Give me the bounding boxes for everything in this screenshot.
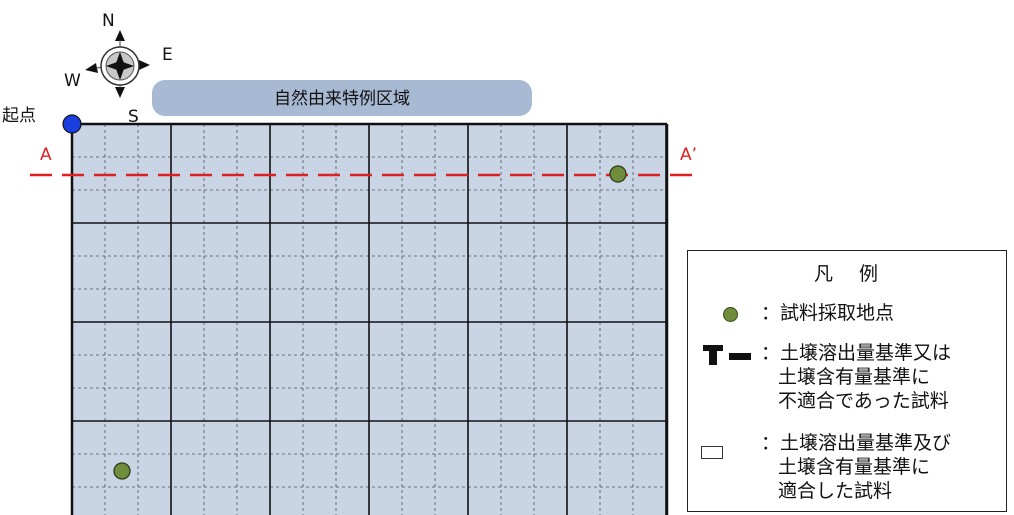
- legend-item-text: ：試料採取地点: [761, 301, 894, 325]
- compass-west-label: W: [64, 71, 81, 91]
- legend-line: ：土壌溶出量基準及び: [761, 432, 952, 454]
- legend-title-part: 例: [859, 263, 881, 285]
- legend-item-text: ：土壌溶出量基準及び 土壌含有量基準に 適合した試料: [761, 431, 951, 503]
- compass-east-label: E: [162, 45, 173, 65]
- grid-minor-lines: [72, 124, 667, 515]
- region-banner: [152, 80, 532, 116]
- start-label: 起点: [2, 106, 36, 126]
- legend-title: 凡 例: [688, 259, 1006, 286]
- section-start-label: A: [40, 145, 52, 165]
- compass-north-label: N: [102, 11, 115, 31]
- legend-line: ：試料採取地点: [761, 302, 895, 324]
- start-point: [62, 114, 82, 134]
- sample-point-icon: [723, 307, 738, 322]
- legend-title-part: 凡: [813, 263, 835, 285]
- compass-icon: N E S W: [64, 11, 173, 127]
- legend-line: 土壌含有量基準に: [778, 366, 931, 388]
- sample-point: [113, 462, 131, 480]
- conforming-icon: [701, 446, 723, 459]
- legend-line: 土壌含有量基準に: [778, 456, 931, 478]
- legend-item-text: ：土壌溶出量基準又は 土壌含有量基準に 不適合であった試料: [761, 341, 951, 413]
- legend-line: 適合した試料: [778, 480, 893, 502]
- legend-line: ：土壌溶出量基準又は: [761, 342, 952, 364]
- legend: 凡 例 ：試料採取地点 ：土壌溶出量基準又は 土壌含有量基準に 不適合であった試…: [687, 250, 1007, 512]
- section-end-label: A’: [680, 145, 697, 165]
- sample-points: [113, 165, 627, 480]
- nonconforming-icon: [703, 345, 751, 365]
- compass-south-label: S: [128, 107, 139, 127]
- grid-major-lines: [70, 122, 669, 515]
- region-label: 自然由来特例区域: [274, 89, 410, 109]
- legend-line: 不適合であった試料: [778, 390, 949, 412]
- sample-point: [609, 165, 627, 183]
